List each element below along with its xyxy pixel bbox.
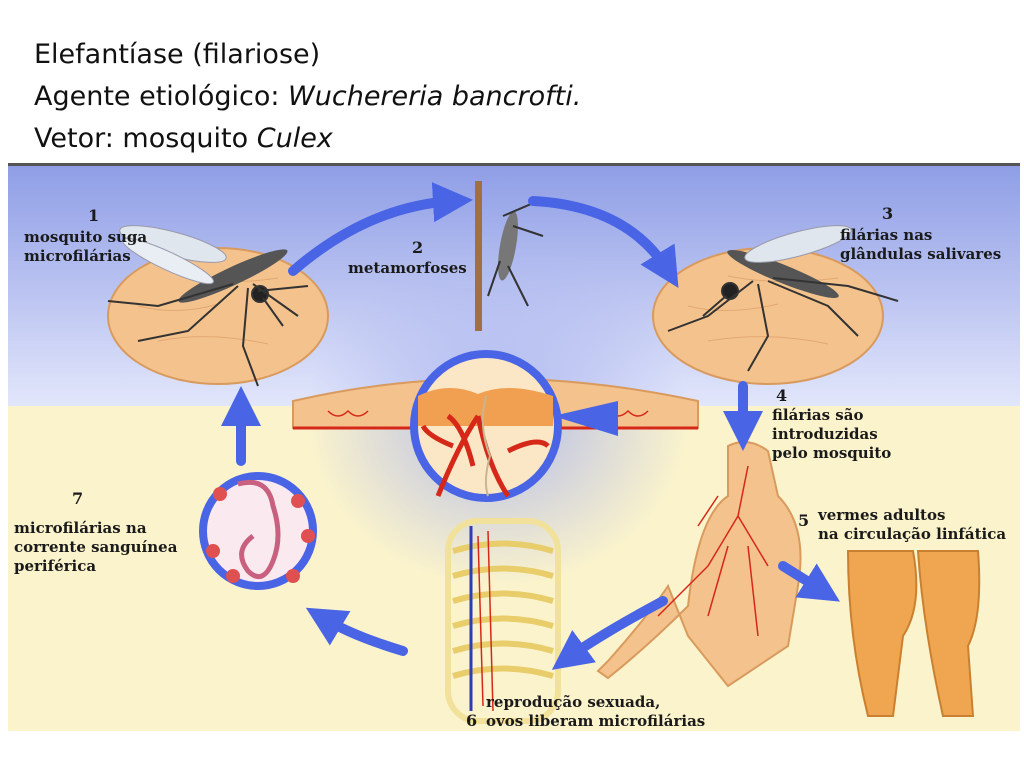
slide-title: Elefantíase (filariose) Agente etiológic… [34,34,581,160]
step-2-number: 2 [412,238,424,257]
arrow-2-to-3 [528,196,679,289]
step-3-label: filárias nas glândulas salivares [840,226,1002,263]
mosquito-icon-right [667,225,899,372]
step-2-label: metamorfoses [348,259,467,277]
arrow-5-to-6 [551,596,668,670]
skin-patch-left [107,247,329,385]
arrow-1-to-2 [288,182,473,276]
swollen-legs-illustration [846,550,981,717]
step-6-number: 6 [466,711,478,730]
title-line-disease: Elefantíase (filariose) [34,39,321,70]
step-5-label: vermes adultos na circulação linfática [818,506,1007,543]
vector-name: Culex [256,123,333,154]
microfilaria-circle [199,472,317,590]
vector-label: Vetor: mosquito [34,123,257,154]
step-6-label: reprodução sexuada, ovos liberam microfi… [486,693,706,730]
human-body-illustration [596,441,802,688]
step-1-number: 1 [88,206,100,225]
step-7-label: microfilárias na corrente sanguínea peri… [14,519,178,575]
arrow-5-to-legs [778,561,840,602]
agent-label: Agente etiológico: [34,81,289,112]
metamorphosis-icon [475,181,544,331]
step-7-number: 7 [72,489,84,508]
agent-name: Wuchereria bancrofti. [288,81,582,112]
step-5-number: 5 [798,511,810,530]
arrow-6-to-7 [305,607,408,656]
ribcage-illustration [445,518,561,724]
step-1-label: mosquito suga microfilárias [24,228,148,265]
cycle-arrows [221,182,840,670]
skin-magnified-circle [410,350,618,502]
diagram-canvas [8,166,1020,731]
title-line-vector: Vetor: mosquito Culex [34,118,581,160]
life-cycle-diagram: 1 mosquito suga microfilárias 2 metamorf… [8,163,1020,731]
mosquito-icon-left [107,225,309,387]
title-line-agent: Agente etiológico: Wuchereria bancrofti. [34,76,581,118]
step-4-label: filárias são introduzidas pelo mosquito [772,406,892,462]
step-4-number: 4 [776,386,788,405]
step-3-number: 3 [882,204,894,223]
